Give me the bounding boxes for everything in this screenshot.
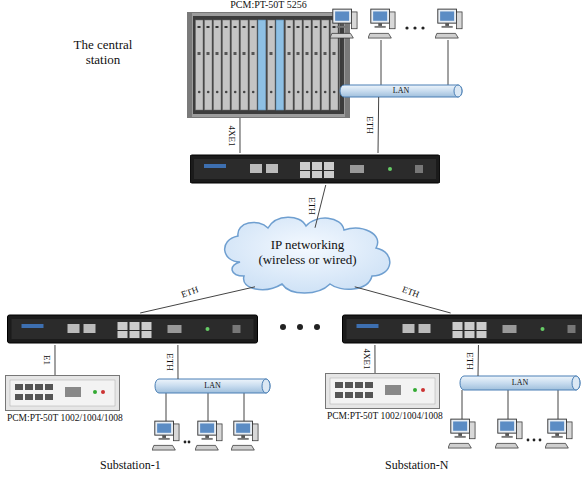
ellipsis-dots — [184, 26, 542, 443]
link-label: ETH — [165, 353, 175, 371]
computer — [448, 419, 475, 448]
computer — [545, 419, 572, 448]
link-label: ETH — [179, 284, 199, 299]
ellipsis-dots — [539, 439, 542, 442]
e1-converter — [8, 315, 258, 343]
computer — [231, 421, 258, 450]
pc-wire — [558, 390, 559, 420]
link-label: ETH — [365, 116, 375, 134]
device-label: PCM:PT-50T 5256 — [177, 0, 360, 11]
pc-wire — [462, 390, 463, 420]
e1-converter — [5, 313, 260, 345]
link-label: ETH — [465, 352, 475, 370]
e1-converter — [343, 315, 582, 343]
link-label: ETH — [307, 198, 317, 216]
link-label: 4XE1 — [362, 349, 372, 370]
lan-bus — [454, 85, 462, 97]
pcm-unit: PCM:PT-50T 1002/1004/1008 — [325, 373, 440, 409]
pcm-unit: PCM:PT-50T 1002/1004/1008 — [5, 375, 120, 411]
network-cloud — [225, 217, 390, 293]
ellipsis-dots — [297, 324, 303, 330]
link-label: ETH — [401, 284, 421, 299]
lan-label: LAN — [340, 86, 462, 95]
computer — [152, 421, 179, 450]
ellipsis-dots — [188, 441, 191, 444]
pc-wire — [508, 390, 509, 420]
lan-label: LAN — [155, 381, 270, 390]
computer — [495, 419, 522, 448]
computer — [195, 421, 222, 450]
lan-bus — [155, 379, 270, 393]
pcm-rack: PCM:PT-50T 5256The central station — [187, 12, 350, 118]
lan-bus — [155, 85, 580, 393]
station-label: The central station — [59, 38, 147, 68]
lan-label: LAN — [460, 378, 580, 387]
device-label: PCM:PT-50T 1002/1004/1008 — [327, 411, 477, 422]
link-line — [239, 118, 240, 153]
substation-label: Substation-N — [385, 458, 448, 473]
ellipsis-dots — [533, 439, 536, 442]
lan-bus — [572, 376, 580, 390]
e1-converter — [190, 153, 440, 185]
link-label: 4XE1 — [227, 125, 237, 146]
lan-bus: LAN — [155, 379, 270, 393]
lan-bus — [340, 85, 462, 97]
ellipsis-dots — [184, 441, 187, 444]
computer — [435, 9, 462, 38]
ellipsis-dots — [314, 324, 320, 330]
link-line — [378, 97, 380, 153]
computer — [368, 9, 395, 38]
link-line — [54, 345, 55, 375]
ellipsis-dots — [405, 26, 408, 29]
pc-wire — [343, 40, 344, 86]
lan-bus — [262, 379, 270, 393]
substation-label: Substation-1 — [100, 458, 161, 473]
e1-converter — [190, 155, 440, 183]
computer — [330, 9, 357, 38]
link-line — [374, 345, 375, 373]
lan-bus: LAN — [340, 85, 462, 97]
pc-wire — [166, 40, 558, 422]
pc-wire — [448, 40, 449, 86]
pcm-unit — [326, 374, 440, 409]
ellipsis-dots — [421, 26, 424, 29]
link-line — [177, 345, 178, 379]
pc-wire — [166, 393, 167, 422]
pc-wire — [381, 40, 382, 86]
lan-bus — [460, 376, 580, 390]
pc-wire — [244, 393, 245, 422]
link-label: E1 — [42, 355, 52, 365]
pc-wire — [208, 393, 209, 422]
lan-bus: LAN — [460, 376, 580, 390]
ellipsis-dots — [413, 26, 416, 29]
link-line — [478, 345, 479, 376]
cloud-label: IP networking (wireless or wired) — [248, 238, 367, 268]
pcm-rack — [187, 12, 350, 118]
pcm-unit — [6, 376, 120, 411]
e1-converter — [340, 313, 582, 345]
device-label: PCM:PT-50T 1002/1004/1008 — [7, 413, 157, 424]
computer — [152, 9, 572, 450]
ellipsis-dots — [527, 439, 530, 442]
ellipsis-dots — [280, 324, 286, 330]
network-cloud: IP networking (wireless or wired) — [220, 222, 395, 294]
